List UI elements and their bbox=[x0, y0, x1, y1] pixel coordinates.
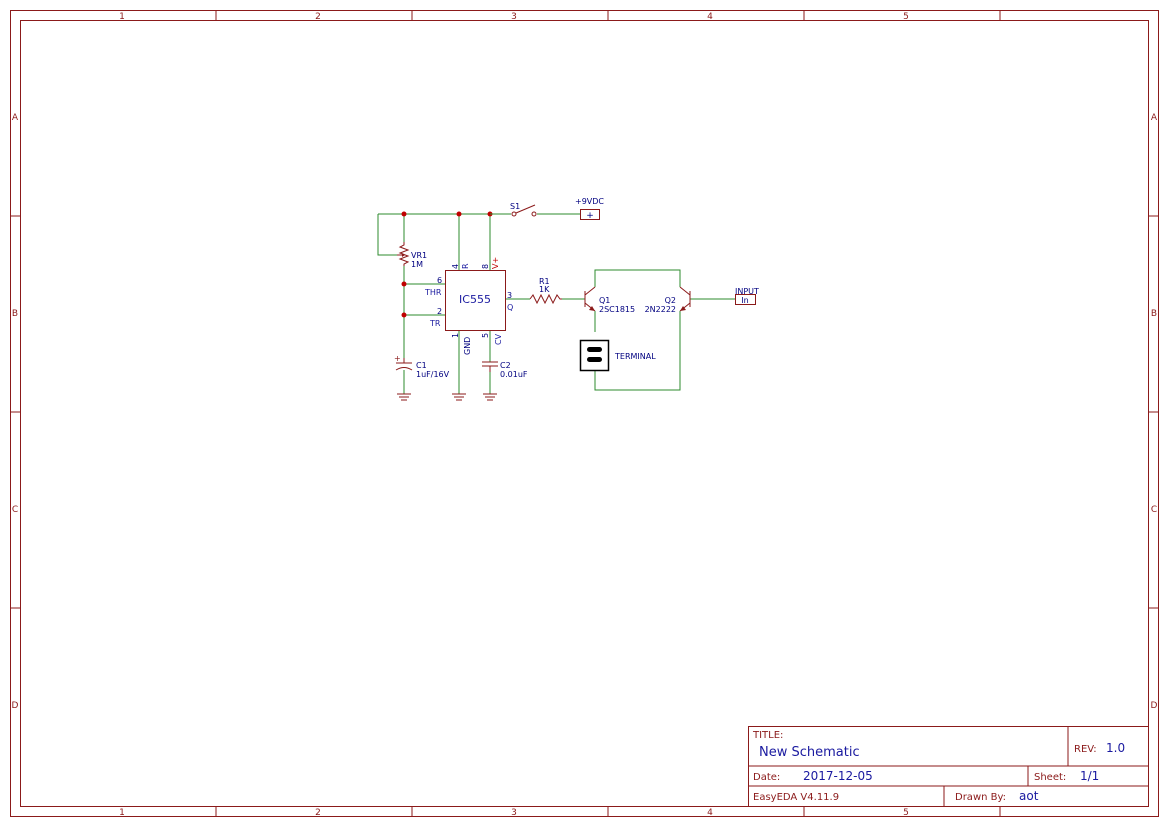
sheet-frame bbox=[10, 10, 1159, 817]
title-value: New Schematic bbox=[759, 745, 860, 760]
ic555-chip[interactable]: IC555 4 R 8 V+ 6 THR 2 TR 3 Q 1 GND 5 CV bbox=[424, 257, 513, 355]
frame-col-label: 5 bbox=[903, 12, 909, 22]
frame-row-label: B bbox=[1151, 309, 1157, 319]
terminal-connector[interactable]: TERMINAL bbox=[579, 339, 657, 372]
frame-row-label: D bbox=[12, 701, 19, 711]
frame-col-label: 1 bbox=[119, 12, 125, 22]
frame-row-label: C bbox=[1151, 505, 1157, 515]
title-label: TITLE: bbox=[752, 730, 783, 741]
frame-col-label: 2 bbox=[315, 12, 321, 22]
frame-col-label: 4 bbox=[707, 808, 713, 818]
resistor-r1[interactable]: R1 1K bbox=[529, 277, 562, 305]
frame-col-label: 5 bbox=[903, 808, 909, 818]
ic-pin-name: GND bbox=[463, 337, 472, 355]
sheet-value: 1/1 bbox=[1080, 769, 1099, 783]
input-port-text: In bbox=[741, 296, 748, 305]
frame-col-label: 3 bbox=[511, 808, 517, 818]
frame-row-label: D bbox=[1151, 701, 1158, 711]
frame-col-label: 3 bbox=[511, 12, 517, 22]
power-symbol: + bbox=[586, 211, 594, 221]
frame-row-label: C bbox=[12, 505, 18, 515]
ic-pin-number: 4 bbox=[451, 264, 460, 269]
power-connector-9vdc[interactable]: + +9VDC bbox=[575, 197, 604, 221]
c1-ref: C1 bbox=[416, 361, 427, 370]
ic-pin-number: 6 bbox=[437, 276, 442, 285]
potentiometer-vr1[interactable]: VR1 1M bbox=[397, 242, 427, 269]
rev-value: 1.0 bbox=[1106, 741, 1125, 755]
q2-ref: Q2 bbox=[665, 296, 676, 305]
frame-row-label: A bbox=[1151, 113, 1158, 123]
input-port[interactable]: In INPUT bbox=[735, 287, 759, 305]
ic-pin-name: TR bbox=[429, 319, 441, 328]
input-label: INPUT bbox=[735, 287, 759, 296]
ic-pin-number: 2 bbox=[437, 307, 442, 316]
switch-s1[interactable]: S1 bbox=[490, 202, 537, 217]
date-value: 2017-12-05 bbox=[803, 769, 873, 783]
junctions bbox=[401, 211, 493, 318]
frame-col-label: 2 bbox=[315, 808, 321, 818]
transistor-q1[interactable]: Q1 2SC1815 bbox=[584, 286, 635, 314]
q1-value: 2SC1815 bbox=[599, 305, 635, 314]
ground-icon bbox=[397, 393, 411, 401]
frame-row-label: B bbox=[12, 309, 18, 319]
s1-ref: S1 bbox=[510, 202, 520, 211]
terminal-label: TERMINAL bbox=[614, 352, 656, 361]
power-label: +9VDC bbox=[575, 197, 604, 206]
software-version: EasyEDA V4.11.9 bbox=[753, 792, 839, 803]
q1-ref: Q1 bbox=[599, 296, 610, 305]
ic-pin-name: THR bbox=[424, 288, 442, 297]
capacitor-c1[interactable]: + C1 1uF/16V bbox=[394, 354, 450, 379]
sheet-label: Sheet: bbox=[1034, 772, 1066, 783]
r1-ref: R1 bbox=[539, 277, 550, 286]
ic-pin-name: R bbox=[461, 263, 470, 269]
r1-value: 1K bbox=[539, 285, 550, 294]
date-label: Date: bbox=[753, 772, 780, 783]
ic555-name: IC555 bbox=[459, 293, 491, 306]
vr1-value: 1M bbox=[411, 260, 423, 269]
drawn-by-label: Drawn By: bbox=[955, 792, 1006, 803]
ic-pin-number: 8 bbox=[481, 264, 490, 269]
title-block bbox=[748, 726, 1149, 807]
c2-ref: C2 bbox=[500, 361, 511, 370]
ic-pin-number: 3 bbox=[507, 291, 512, 300]
frame-row-label: A bbox=[12, 113, 19, 123]
wires bbox=[377, 213, 735, 394]
vr1-ref: VR1 bbox=[411, 251, 427, 260]
c1-value: 1uF/16V bbox=[416, 370, 450, 379]
ic-pin-number: 1 bbox=[451, 333, 460, 338]
frame-col-label: 4 bbox=[707, 12, 713, 22]
frame-col-label: 1 bbox=[119, 808, 125, 818]
rev-label: REV: bbox=[1074, 744, 1097, 755]
ic-pin-name: CV bbox=[494, 333, 503, 345]
ground-icon bbox=[452, 393, 466, 401]
q2-value: 2N2222 bbox=[645, 305, 676, 314]
transistor-q2[interactable]: Q2 2N2222 bbox=[645, 286, 691, 314]
c2-value: 0.01uF bbox=[500, 370, 528, 379]
ground-icon bbox=[483, 393, 497, 401]
ic-pin-name: Q bbox=[507, 303, 513, 312]
ic-pin-number: 5 bbox=[481, 333, 490, 338]
drawn-by-value: aot bbox=[1019, 789, 1039, 803]
c1-polarity-plus-icon: + bbox=[394, 354, 401, 363]
capacitor-c2[interactable]: C2 0.01uF bbox=[482, 361, 528, 379]
ic-pin-name: V+ bbox=[491, 257, 500, 269]
